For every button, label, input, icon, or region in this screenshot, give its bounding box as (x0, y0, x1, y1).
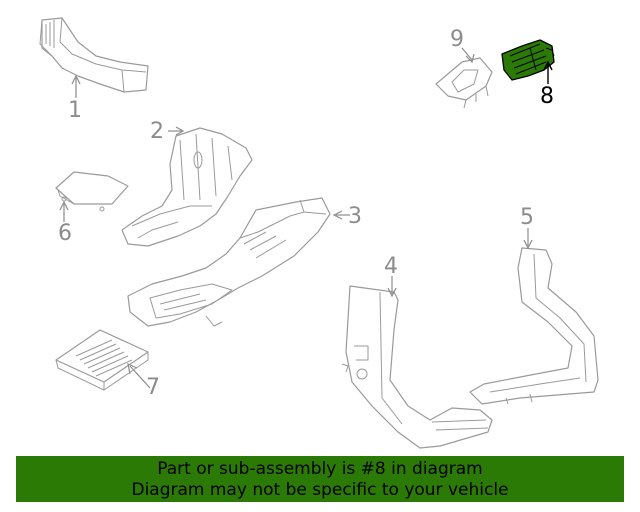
banner-line-1: Part or sub-assembly is #8 in diagram (157, 459, 483, 479)
callout-6-label: 6 (58, 221, 72, 246)
part-4-rear-duct: 4 (341, 254, 493, 449)
banner-line-2: Diagram may not be specific to your vehi… (131, 480, 509, 500)
part-3-floor-duct: 3 (127, 197, 362, 327)
part-8-highlighted[interactable]: 8 (501, 39, 555, 109)
callout-4-label: 4 (384, 254, 398, 279)
part-5-side-duct: 5 (469, 205, 599, 405)
callout-3-label: 3 (348, 204, 362, 229)
parts-diagram: 1 2 6 3 (39, 17, 599, 449)
part-2-duct: 2 (121, 119, 253, 247)
part-7-grille: 7 (55, 329, 160, 400)
callout-8-label: 8 (540, 84, 554, 109)
part-1-duct: 1 (39, 17, 149, 123)
part-9-bracket: 9 (435, 27, 493, 109)
callout-9-label: 9 (450, 27, 464, 52)
callout-5-label: 5 (520, 205, 534, 230)
part-6-cover: 6 (55, 171, 129, 246)
callout-2-label: 2 (150, 119, 164, 144)
callout-7-label: 7 (146, 375, 160, 400)
callout-1-label: 1 (68, 98, 82, 123)
info-banner: Part or sub-assembly is #8 in diagram Di… (16, 456, 624, 502)
